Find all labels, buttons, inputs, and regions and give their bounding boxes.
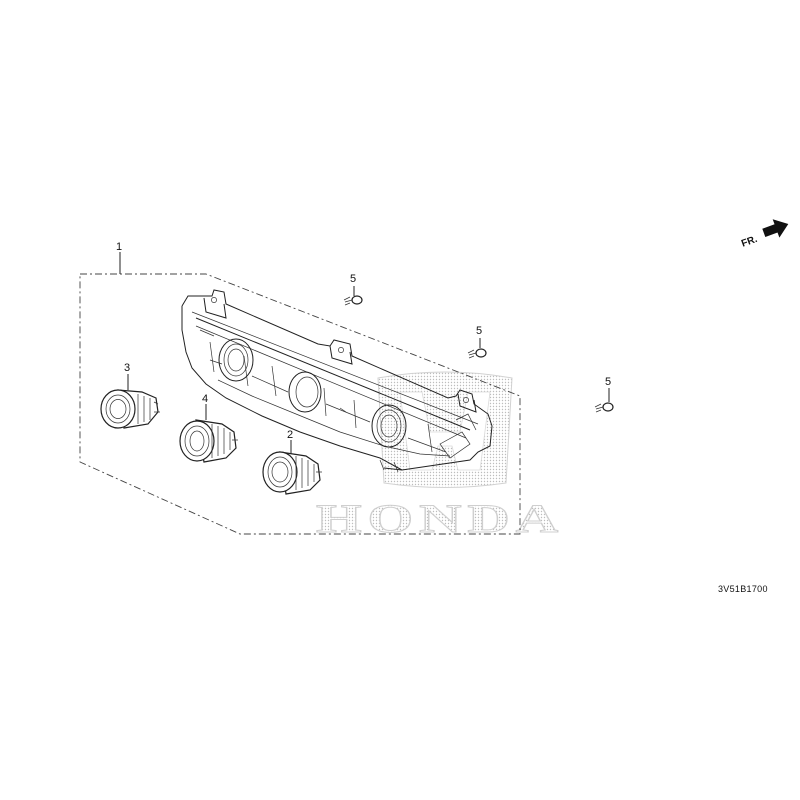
knob-4 [179,419,238,463]
callout-5b: 5 [476,325,482,337]
front-direction-label: FR. [740,234,759,250]
knob-2 [262,451,322,495]
diagram-code: 3V51B1700 [718,584,768,594]
honda-watermark: HONDA [316,371,561,542]
callout-3: 3 [124,362,130,374]
callout-5a: 5 [350,273,356,285]
front-arrow-icon [762,219,789,238]
heater-control-panel [181,289,493,473]
callout-5c: 5 [605,376,611,388]
callout-2: 2 [287,429,293,441]
knob-3 [100,389,160,429]
screw-5c [594,388,614,413]
front-direction-indicator: FR. [740,219,789,250]
callout-4: 4 [202,393,208,405]
callout-1: 1 [116,241,122,253]
screw-5b [467,338,487,359]
screw-5a [343,286,363,306]
assembly-outline [79,273,521,535]
